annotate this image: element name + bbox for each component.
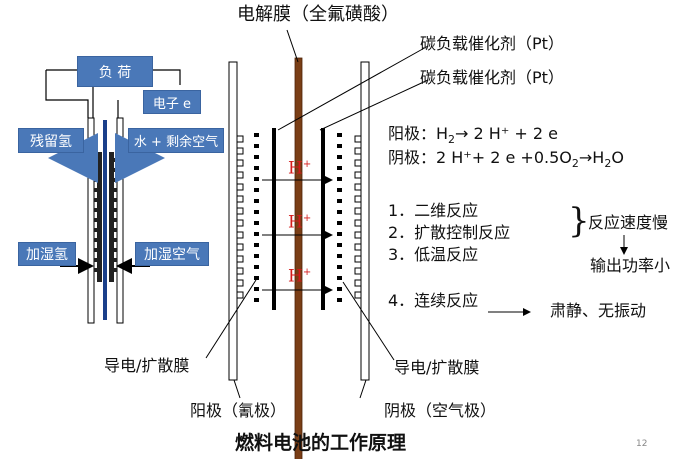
page-number: 12 <box>636 439 648 449</box>
reaction-item-2: 2．扩散控制反应 <box>388 223 511 242</box>
load-box: 负 荷 <box>77 56 153 87</box>
diffusion-label-right: 导电/扩散膜 <box>394 358 480 377</box>
reaction-item-3: 3．低温反应 <box>388 245 479 264</box>
reaction-item-1: 1．二维反应 <box>388 201 479 220</box>
proton-label: H+ <box>288 158 312 179</box>
brace-result: 反应速度慢 <box>588 213 669 232</box>
humid-air-box: 加湿空气 <box>135 242 209 266</box>
humid-hydrogen-box: 加湿氢 <box>18 242 76 266</box>
reaction-item-4: 4．连续反应 <box>388 291 479 310</box>
water-air-box: 水 + 剩余空气 <box>128 128 224 153</box>
leader-lines <box>205 29 429 399</box>
item4-result: 肃静、无振动 <box>550 301 647 320</box>
diffusion-label-left: 导电/扩散膜 <box>104 356 190 375</box>
page-title: 燃料电池的工作原理 <box>235 432 407 454</box>
residual-hydrogen-box: 残留氢 <box>18 128 84 153</box>
anode-label: 阳极（氰极） <box>190 401 287 420</box>
electron-box: 电子 e <box>143 90 201 114</box>
proton-label: H+ <box>288 266 312 287</box>
anode-reaction: 阳极：H2→ 2 H⁺ + 2 e <box>388 124 558 147</box>
brace-icon: } <box>568 201 590 241</box>
main-cross-section <box>228 57 370 459</box>
brace-result-2: 输出功率小 <box>590 256 671 275</box>
cathode-reaction: 阴极：2 H⁺+ 2 e +0.5O2→H2O <box>388 148 624 171</box>
catalyst-label-second: 碳负载催化剂（Pt） <box>420 68 564 87</box>
proton-label: H+ <box>288 212 312 233</box>
small-cell-diagram <box>45 69 181 324</box>
catalyst-label-top: 碳负载催化剂（Pt） <box>420 34 564 53</box>
electrolyte-label: 电解膜（全氟磺酸） <box>237 4 399 25</box>
cathode-label: 阴极（空气极） <box>384 401 497 420</box>
